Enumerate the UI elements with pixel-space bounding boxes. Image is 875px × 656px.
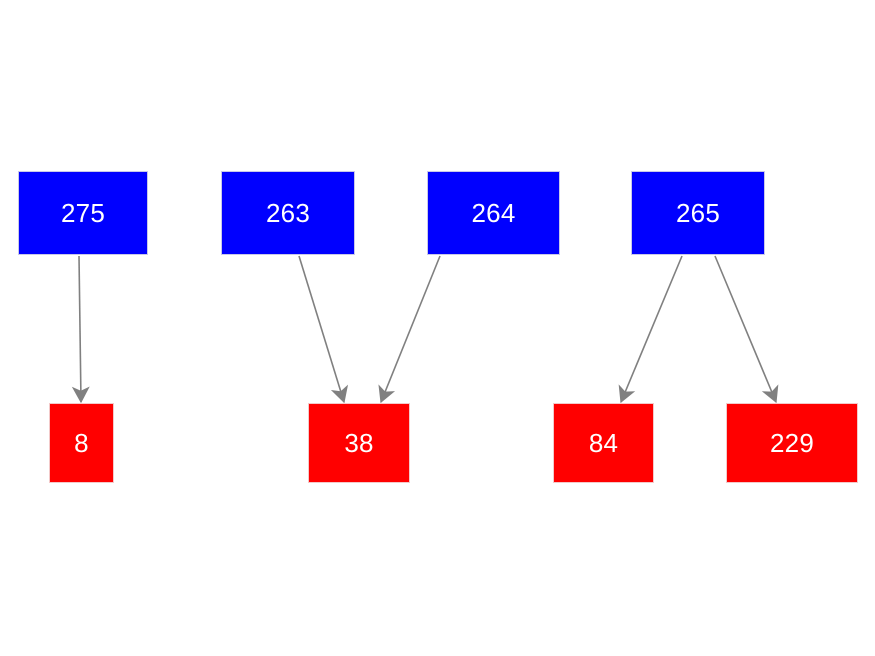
edge-265-to-84 xyxy=(618,255,683,404)
node-label-264: 264 xyxy=(471,198,516,228)
node-84[interactable]: 84 xyxy=(553,403,654,483)
node-label-8: 8 xyxy=(74,428,89,458)
edge-265-to-229 xyxy=(714,255,779,404)
edge-275-to-8 xyxy=(71,255,90,404)
node-label-84: 84 xyxy=(588,428,619,458)
node-label-263: 263 xyxy=(266,198,310,228)
edge-263-to-38 xyxy=(298,255,349,404)
edges-group xyxy=(71,255,779,404)
node-label-38: 38 xyxy=(344,428,374,458)
node-265[interactable]: 265 xyxy=(631,171,765,255)
node-38[interactable]: 38 xyxy=(308,403,410,483)
node-label-229: 229 xyxy=(770,428,814,458)
node-263[interactable]: 263 xyxy=(221,171,355,255)
node-8[interactable]: 8 xyxy=(49,403,114,483)
edge-264-to-38 xyxy=(378,255,441,404)
node-264[interactable]: 264 xyxy=(427,171,560,255)
node-275[interactable]: 275 xyxy=(18,171,148,255)
node-label-275: 275 xyxy=(61,198,105,228)
node-label-265: 265 xyxy=(676,198,720,228)
node-229[interactable]: 229 xyxy=(726,403,858,483)
